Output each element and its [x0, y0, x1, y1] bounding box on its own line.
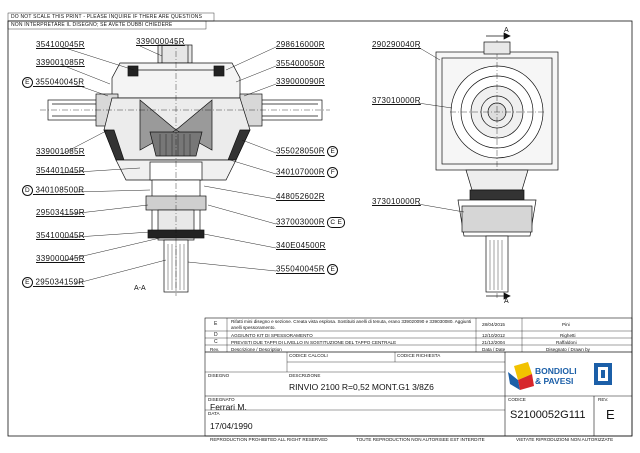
- revision-D-rev: D: [214, 332, 218, 338]
- revision-C-by: Raffaldoni: [556, 339, 577, 345]
- callout-left-4: 339001085R: [36, 147, 85, 156]
- callout-code: 337003000R: [276, 217, 325, 227]
- date-value: 17/04/1990: [210, 421, 253, 431]
- callout-left-2: 339001085R: [36, 58, 85, 67]
- callout-code: 355028050R: [276, 146, 325, 156]
- header-warning-en: DO NOT SCALE THIS PRINT - PLEASE INQUIRE…: [11, 14, 203, 20]
- revision-header-desc: Descrizione / Description: [231, 346, 282, 352]
- callout-mark: E: [327, 146, 339, 157]
- disegnato-label: DISEGNATO: [208, 397, 235, 402]
- callout-mark: F: [327, 167, 339, 178]
- callout-left-1: 354100045R: [36, 40, 85, 49]
- revision-C-date: 21/12/2004: [482, 339, 505, 345]
- brand-line1: BONDIOLI: [535, 366, 577, 376]
- callout-right-3: 339000090R: [276, 77, 325, 86]
- callout-mark: E: [22, 77, 33, 88]
- callout-left-10: E 295034159R: [22, 277, 84, 288]
- codice-richiesta-label: CODICE RICHIESTA: [397, 353, 441, 358]
- callout-right-7: 337003000R C E: [276, 217, 346, 228]
- callout-right-4: 355028050R E: [276, 146, 339, 157]
- footer-mid: TOUTE REPRODUCTION NON AUTORISEE EST INT…: [356, 437, 485, 442]
- section-arrow-label-bottom: A: [504, 298, 509, 305]
- callout-right-6: 448052602R: [276, 192, 325, 201]
- codice-calcoli-label: CODICE CALCOLI: [289, 353, 328, 358]
- rev-label: REV.: [598, 397, 609, 402]
- revision-E-by: Pini: [562, 322, 570, 327]
- drawn-by-value: Ferrari M.: [210, 402, 247, 412]
- callout-right-8: 340E04500R: [276, 241, 326, 250]
- revision-E-date: 28/04/2015: [482, 322, 505, 327]
- descrizione-label: DESCRIZIONE: [289, 373, 321, 378]
- callout-code: 340108500R: [35, 185, 85, 195]
- revision-D-desc: AGGIUNTO KIT DI SPESSORAMENTO: [231, 332, 313, 338]
- revision-header-by: Disegnato / Drawn by: [546, 346, 590, 352]
- revision-E-rev: E: [214, 321, 218, 327]
- drawing-code: S2100052G111: [510, 409, 586, 421]
- title-block-grid: [204, 317, 633, 437]
- callout-left-3: E 355040045R: [22, 77, 84, 88]
- callout-left-9: 339000045R: [36, 254, 85, 263]
- drawing-description: RINVIO 2100 R=0,52 MONT.G1 3/8Z6: [289, 382, 434, 392]
- callout-right-5: 340107000R F: [276, 167, 339, 178]
- callout-right-1: 298616000R: [276, 40, 325, 49]
- leaders-side: [417, 46, 465, 213]
- callout-code: 355040045R: [35, 77, 85, 87]
- disegno-label: DISEGNO: [208, 373, 230, 378]
- header-warning-it: NON INTERPRETARE IL DISEGNO; SE AVETE DU…: [11, 22, 173, 28]
- callout-mark: C E: [327, 217, 346, 228]
- header-line2-frame: [7, 20, 207, 30]
- footer-right: VIETATE RIPRODUZIONI NON AUTORIZZATE: [516, 437, 614, 442]
- callout-top: 339000045R: [136, 37, 185, 46]
- section-label-aa: A-A: [134, 285, 146, 292]
- callout-mark: D: [22, 185, 33, 196]
- callout-code: 355040045R: [276, 264, 325, 274]
- callout-left-5: 354401045R: [36, 166, 85, 175]
- codice-label: CODICE: [508, 397, 526, 402]
- callout-right-2: 355400050R: [276, 59, 325, 68]
- side-view: [435, 32, 559, 300]
- revision-D-by: Righetti: [560, 332, 576, 338]
- revision-D-date: 12/10/2012: [482, 332, 505, 338]
- revision-E-desc: Rifatti mini disegno e sezione. Creata v…: [231, 319, 472, 330]
- callout-left-8: 354100045R: [36, 231, 85, 240]
- callout-left-6: D 340108500R: [22, 185, 84, 196]
- revision-C-desc: PREVISTI DUE TAPPI DI LIVELLO IN SOSTITU…: [231, 339, 397, 345]
- section-arrow-label-top: A: [504, 27, 509, 34]
- brand-line2: & PAVESI: [535, 376, 574, 386]
- callout-mark: E: [22, 277, 33, 288]
- revision-header-rev: Rev.: [210, 346, 220, 352]
- callout-right-9: 355040045R E: [276, 264, 339, 275]
- bondioli-pavesi-logo: [508, 362, 612, 390]
- callout-side-2: 373010000R: [372, 96, 421, 105]
- section-view: [40, 40, 330, 296]
- footer-left: REPRODUCTION PROHIBITED ALL RIGHT RESERV…: [210, 437, 328, 442]
- callout-side-1: 290290040R: [372, 40, 421, 49]
- leaders-left: [61, 45, 167, 285]
- callout-code: 340107000R: [276, 167, 325, 177]
- callout-mark: E: [327, 264, 339, 275]
- callout-side-3: 373010000R: [372, 197, 421, 206]
- callout-code: 295034159R: [35, 277, 85, 287]
- revision-header-date: Data / Date: [482, 346, 506, 352]
- revision-C-rev: C: [214, 339, 218, 345]
- callout-left-7: 295034159R: [36, 208, 85, 217]
- rev-value: E: [606, 407, 615, 422]
- data-label: DATA: [208, 411, 220, 416]
- leaders-right: [187, 46, 277, 272]
